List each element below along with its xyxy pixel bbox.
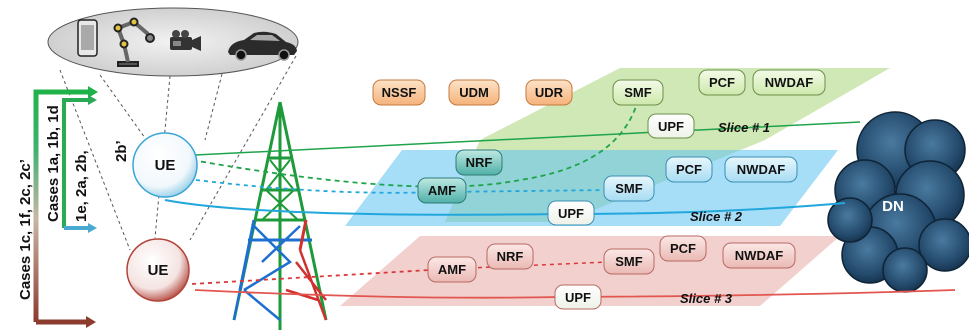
slice3-nrf-node: NRF [486,243,534,270]
slice2-control-line [195,179,611,194]
svg-text:PCF: PCF [709,75,735,90]
robot-arm-icon [113,17,155,67]
slice1-label: Slice # 1 [718,120,770,135]
slice1-upf-node: UPF [647,113,695,139]
slice1-smf-node: SMF [612,79,664,106]
slice2-upf-node: UPF [547,200,595,226]
cases-inner-label-1: 1e, 2a, 2b, [73,150,90,222]
svg-text:UPF: UPF [558,206,584,221]
svg-text:UPF: UPF [658,119,684,134]
cell-tower-icon [232,101,328,330]
slice3-pcf-node: PCF [659,235,707,262]
phone-icon [77,19,98,57]
slice2-user-plane-line [164,199,846,216]
svg-text:NSSF: NSSF [382,85,417,100]
slice2-amf-node: AMF [417,177,467,204]
ue-top-circle [132,132,198,198]
slice2-label: Slice # 2 [690,209,743,224]
udm-node: UDM [448,79,500,106]
svg-text:NWDAF: NWDAF [737,162,785,177]
svg-text:UDM: UDM [459,85,489,100]
cases-outer-label: Cases 1c, 1f, 2c, 2c’ [17,159,34,300]
ue-top-label: UE [155,157,176,174]
slice3-control-line-2 [469,261,609,269]
slice1-pcf-node: PCF [698,69,746,96]
slice3-amf-node: AMF [427,256,477,283]
slice2-nrf-node: NRF [455,149,503,176]
svg-text:AMF: AMF [438,262,466,277]
slice3-smf-node: SMF [603,248,655,275]
cases-arrows [33,86,98,328]
svg-text:PCF: PCF [670,241,696,256]
svg-text:NWDAF: NWDAF [765,75,813,90]
svg-text:UPF: UPF [565,290,591,305]
video-camera-icon [170,30,201,51]
svg-text:NRF: NRF [466,155,493,170]
svg-text:UDR: UDR [535,85,564,100]
slice3-upf-node: UPF [554,284,602,310]
ue-bottom-label: UE [148,262,169,279]
dn-cloud [827,111,969,293]
slice1-user-plane-line [194,121,861,156]
slice1-control-line [191,99,639,188]
nssf-node: NSSF [372,79,426,106]
svg-text:SMF: SMF [615,254,643,269]
slice2-nwdaf-node: NWDAF [724,156,798,183]
slice3-plane [340,236,840,306]
slice3-label: Slice # 3 [680,291,733,306]
cases-inner-label-2: 2b’ [113,140,130,162]
slice3-nwdaf-node: NWDAF [722,242,796,269]
svg-text:NRF: NRF [497,249,524,264]
svg-text:NWDAF: NWDAF [735,248,783,263]
ue-bottom-circle [126,238,190,302]
slice1-nwdaf-node: NWDAF [752,69,826,96]
dn-label: DN [882,198,904,215]
svg-text:SMF: SMF [624,85,652,100]
slice2-pcf-node: PCF [665,156,713,183]
car-icon [228,31,297,61]
udr-node: UDR [525,79,573,106]
svg-text:SMF: SMF [615,181,643,196]
svg-text:AMF: AMF [428,183,456,198]
slice2-smf-node: SMF [603,175,655,202]
svg-text:PCF: PCF [676,162,702,177]
cases-middle-label: Cases 1a, 1b, 1d [45,105,62,222]
